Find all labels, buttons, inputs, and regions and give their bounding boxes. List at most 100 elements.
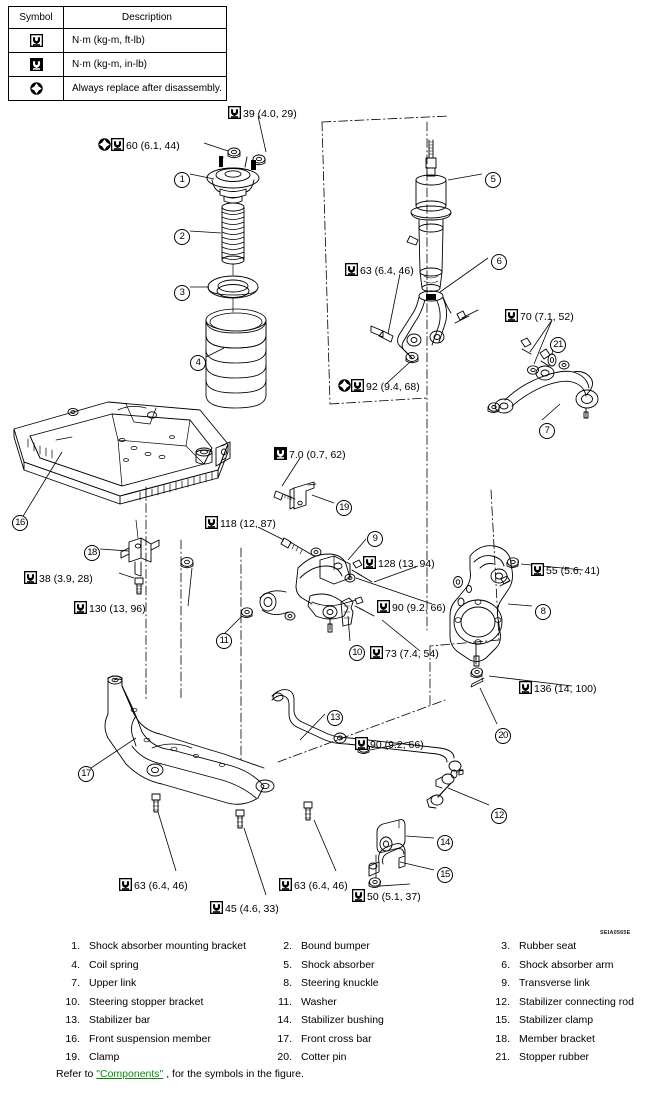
components-link[interactable]: "Components" bbox=[96, 1068, 164, 1080]
torque-nm-ftlb-icon bbox=[345, 263, 358, 276]
torque-value: 55 (5.6, 41) bbox=[546, 565, 600, 577]
part-name: Rubber seat bbox=[519, 940, 577, 952]
refer-suffix: , for the symbols in the figure. bbox=[163, 1068, 304, 1080]
part-balloon-8: 8 bbox=[535, 604, 551, 620]
replace-after-disassembly-icon bbox=[338, 379, 351, 392]
part-balloon-7: 7 bbox=[539, 423, 555, 439]
part-name: Shock absorber mounting bracket bbox=[89, 940, 247, 952]
part-balloon-18: 18 bbox=[84, 545, 100, 561]
parts-list-item-8: 8.Steering knuckle bbox=[268, 977, 486, 990]
part-name: Stopper rubber bbox=[519, 1051, 590, 1063]
construction-lines bbox=[146, 116, 499, 762]
part-balloon-17: 17 bbox=[78, 766, 94, 782]
part-number: 21. bbox=[495, 1051, 510, 1063]
torque-value: 63 (6.4, 46) bbox=[294, 880, 348, 892]
torque-value: 136 (14, 100) bbox=[534, 683, 597, 695]
part-number: 11. bbox=[278, 995, 292, 1008]
torque-nm-ftlb-icon bbox=[119, 878, 132, 891]
part-balloon-9: 9 bbox=[367, 531, 383, 547]
part-name: Cotter pin bbox=[301, 1051, 347, 1063]
torque-nm-ftlb-icon bbox=[355, 737, 368, 750]
part-balloon-19: 19 bbox=[336, 500, 352, 516]
part-balloon-5: 5 bbox=[485, 172, 501, 188]
parts-list-item-6: 6.Shock absorber arm bbox=[486, 958, 614, 972]
torque-value: 130 (13, 96) bbox=[89, 603, 146, 615]
part-name: Stabilizer connecting rod bbox=[519, 995, 634, 1008]
part-balloon-3: 3 bbox=[174, 285, 190, 301]
part-balloon-2: 2 bbox=[174, 229, 190, 245]
torque-nm-inlb-icon bbox=[29, 57, 43, 71]
part-balloon-15: 15 bbox=[437, 867, 453, 883]
parts-list-item-9: 9.Transverse link bbox=[486, 977, 590, 990]
part-number: 10. bbox=[65, 995, 80, 1008]
part-stabilizer-bar bbox=[272, 690, 461, 771]
figure-code: SEIA0565E bbox=[600, 930, 631, 936]
part-front-cross-bar bbox=[105, 676, 312, 828]
part-shock-absorber bbox=[407, 140, 451, 292]
part-number: 16. bbox=[65, 1032, 80, 1045]
part-balloon-10: 10 bbox=[349, 645, 365, 661]
suspension-member-nut bbox=[181, 558, 193, 568]
torque-nm-ftlb-icon bbox=[505, 309, 518, 322]
part-rubber-seat bbox=[208, 276, 258, 312]
part-balloon-13: 13 bbox=[327, 710, 343, 726]
part-stabilizer-clamp bbox=[369, 844, 405, 888]
part-transverse-link bbox=[241, 538, 372, 632]
torque-value: 50 (5.1, 37) bbox=[367, 891, 421, 903]
parts-list-item-17: 17.Front cross bar bbox=[268, 1033, 486, 1046]
part-number: 13. bbox=[65, 1014, 80, 1026]
torque-value: 39 (4.0, 29) bbox=[243, 108, 297, 120]
symbol-description-replace: Always replace after disassembly. bbox=[63, 76, 227, 101]
parts-list-item-10: 10. Steering stopper bracket bbox=[56, 996, 268, 1009]
torque-value: 90 (9.2, 66) bbox=[392, 602, 446, 614]
torque-value: 63 (6.4, 46) bbox=[134, 880, 188, 892]
symbol-cell-replace bbox=[8, 76, 64, 101]
part-number: 3. bbox=[501, 940, 510, 952]
torque-nm-ftlb-icon bbox=[210, 901, 223, 914]
torque-nm-ftlb-icon bbox=[74, 601, 87, 614]
symbol-legend-row-replace: Always replace after disassembly. bbox=[8, 76, 227, 101]
parts-list-item-15: 15.Stabilizer clamp bbox=[486, 1014, 593, 1027]
torque-nm-ftlb-icon bbox=[111, 138, 124, 151]
torque-nm-inlb-icon bbox=[274, 447, 287, 460]
parts-list-item-14: 14. Stabilizer bushing bbox=[268, 1014, 486, 1027]
part-number: 17. bbox=[277, 1032, 292, 1045]
torque-label-t136: 136 (14, 100) bbox=[519, 681, 596, 696]
torque-label-t55: 55 (5.6, 41) bbox=[531, 563, 600, 578]
part-name: Coil spring bbox=[89, 958, 139, 971]
symbol-cell-ftlb bbox=[8, 28, 64, 53]
torque-nm-ftlb-icon bbox=[363, 556, 376, 569]
part-number: 5. bbox=[283, 958, 292, 971]
torque-nm-ftlb-icon bbox=[29, 33, 43, 47]
part-name: Shock absorber arm bbox=[519, 958, 614, 971]
parts-list-row: 13. Stabilizer bar 14. Stabilizer bushing 15… bbox=[56, 1014, 656, 1027]
torque-value: 60 (6.1, 44) bbox=[126, 140, 180, 152]
torque-nm-ftlb-icon bbox=[531, 563, 544, 576]
torque-nm-ftlb-icon bbox=[351, 379, 364, 392]
torque-label-t63b: 63 (6.4, 46) bbox=[119, 878, 188, 893]
torque-nm-ftlb-icon bbox=[205, 516, 218, 529]
torque-value: 38 (3.9, 28) bbox=[39, 573, 93, 585]
part-name: Stabilizer bar bbox=[89, 1014, 151, 1026]
parts-list-item-11: 11.Washer bbox=[268, 996, 486, 1009]
part-number: 20. bbox=[277, 1051, 292, 1063]
torque-label-t130: 130 (13, 96) bbox=[74, 601, 146, 616]
torque-nm-ftlb-icon bbox=[370, 646, 383, 659]
torque-label-t70b: 7.0 (0.7, 62) bbox=[274, 447, 346, 462]
torque-value: 63 (6.4, 46) bbox=[360, 265, 414, 277]
part-name: Stabilizer bushing bbox=[301, 1014, 384, 1026]
part-number: 9. bbox=[501, 977, 510, 989]
part-name: Steering stopper bracket bbox=[89, 995, 204, 1008]
part-number: 14. bbox=[277, 1014, 292, 1026]
part-name: Steering knuckle bbox=[301, 977, 379, 989]
part-name: Upper link bbox=[89, 977, 137, 989]
part-number: 1. bbox=[71, 940, 80, 952]
part-balloon-12: 12 bbox=[491, 808, 507, 824]
part-number: 4. bbox=[71, 958, 80, 971]
part-number: 18. bbox=[495, 1032, 510, 1045]
